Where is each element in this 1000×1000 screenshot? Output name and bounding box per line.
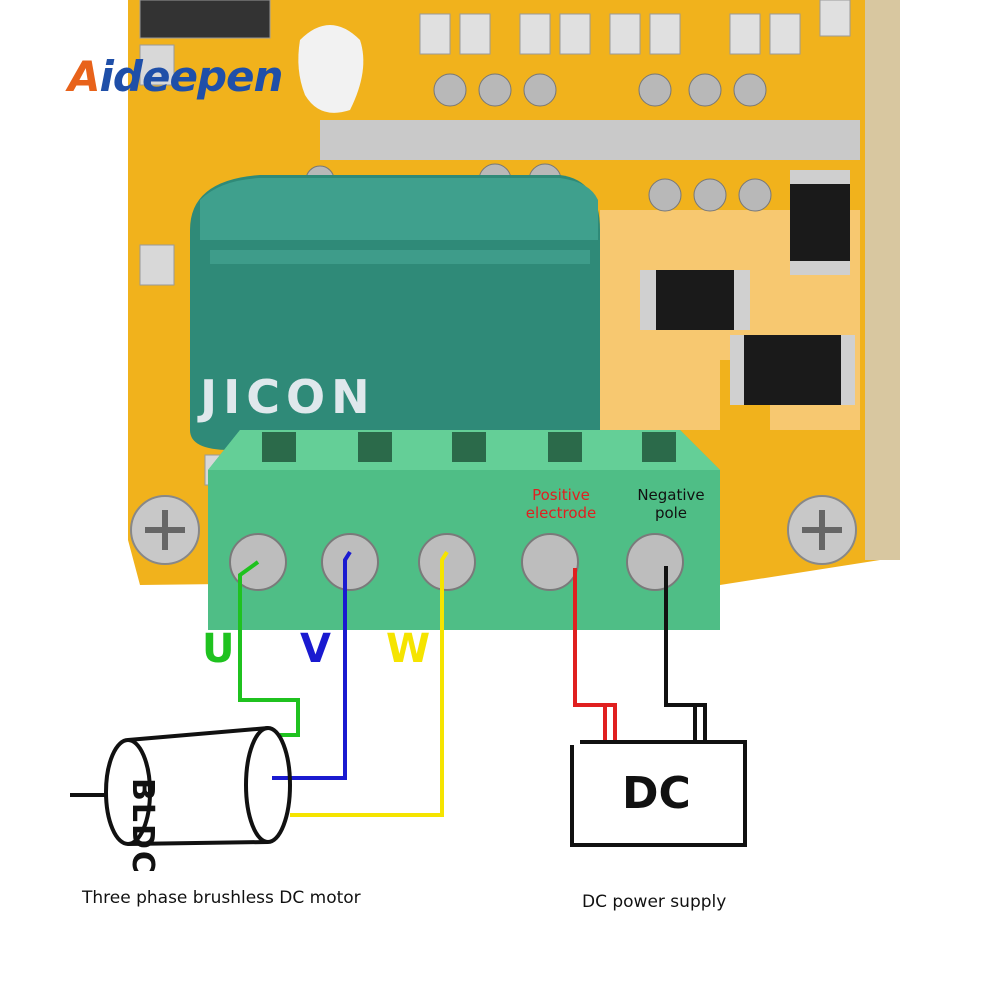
wire-u [238, 560, 300, 737]
positive-electrode-label: Positive electrode [525, 486, 597, 522]
wire-positive [573, 568, 617, 740]
capacitor-marking: JICON [200, 370, 376, 424]
bldc-label: BLDC [125, 778, 160, 875]
terminal-block [208, 430, 720, 630]
wire-v [272, 550, 352, 780]
logo-wordmark: ideepen [99, 52, 284, 101]
terminal-screws [229, 533, 684, 591]
dc-power-supply-symbol [570, 740, 747, 847]
dc-label: DC [622, 768, 691, 819]
capacitor [190, 175, 600, 450]
diode-d11 [730, 335, 855, 405]
mounting-screw-left [130, 495, 200, 565]
resistor-r20 [640, 270, 750, 330]
bldc-motor-symbol [70, 726, 292, 846]
phase-v-label: V [300, 626, 331, 672]
top-components [139, 0, 851, 55]
logo-letter-a: A [68, 52, 101, 101]
heatsink-strip [320, 120, 860, 160]
brand-logo: Aideepen [68, 52, 284, 101]
motor-caption: Three phase brushless DC motor [82, 888, 361, 908]
phase-w-label: W [386, 626, 431, 672]
phase-u-label: U [202, 626, 235, 672]
board-edge [865, 0, 900, 560]
negative-pole-label: Negative pole [637, 486, 705, 522]
wire-negative [664, 566, 707, 740]
resistor-r002 [790, 170, 850, 275]
power-caption: DC power supply [582, 892, 727, 912]
mounting-screw-right [787, 495, 857, 565]
white-blob [298, 25, 364, 113]
wire-w [290, 550, 449, 817]
